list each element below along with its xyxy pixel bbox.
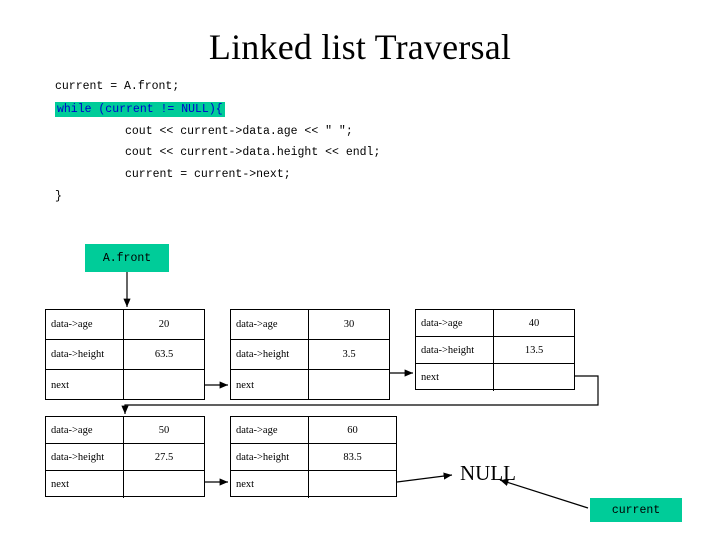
node-1-height-label: data->height — [46, 340, 124, 369]
node-5-next-row: next — [231, 471, 396, 498]
node-4: data->age 50 data->height 27.5 next — [45, 416, 205, 498]
code-line-1: current = A.front; — [55, 80, 180, 93]
arrow-node5-to-null — [396, 472, 453, 483]
node-2-next-label: next — [231, 370, 309, 400]
node-1: data->age 20 data->height 63.5 next — [45, 309, 205, 400]
node-1-age-row: data->age 20 — [46, 310, 204, 340]
node-3-age-label: data->age — [416, 310, 494, 336]
node-4-age-label: data->age — [46, 417, 124, 443]
node-3-height-value: 13.5 — [524, 344, 544, 356]
node-3-height-row: data->height 13.5 — [416, 337, 574, 364]
node-4-age-value: 50 — [158, 424, 170, 436]
null-label: NULL — [460, 461, 516, 485]
node-1-next-label: next — [46, 370, 124, 400]
node-3: data->age 40 data->height 13.5 next — [415, 309, 575, 391]
node-3-next-label: next — [416, 364, 494, 391]
page-title: Linked list Traversal — [208, 27, 512, 67]
node-3-next-row: next — [416, 364, 574, 391]
code-line-4: cout << current->data.height << endl; — [125, 146, 381, 159]
node-2-next-row: next — [231, 370, 389, 400]
node-4-next-label: next — [46, 471, 124, 498]
node-2: data->age 30 data->height 3.5 next — [230, 309, 390, 400]
node-5-height-label: data->height — [231, 444, 309, 470]
node-4-next-row: next — [46, 471, 204, 498]
node-2-next-value — [309, 370, 389, 400]
node-2-height-label: data->height — [231, 340, 309, 369]
code-line-3: cout << current->data.age << " "; — [125, 125, 353, 138]
node-5-height-row: data->height 83.5 — [231, 444, 396, 471]
current-pointer-box: current — [590, 498, 682, 522]
a-front-box: A.front — [85, 244, 169, 272]
node-4-height-row: data->height 27.5 — [46, 444, 204, 471]
node-2-height-row: data->height 3.5 — [231, 340, 389, 370]
node-3-height-label: data->height — [416, 337, 494, 363]
node-4-height-value: 27.5 — [154, 451, 174, 463]
node-3-age-value: 40 — [528, 317, 540, 329]
node-5-age-value: 60 — [347, 424, 358, 436]
node-1-next-row: next — [46, 370, 204, 400]
node-1-age-value: 20 — [158, 319, 170, 330]
node-2-age-label: data->age — [231, 310, 309, 339]
node-4-next-value — [124, 471, 204, 498]
node-1-age-label: data->age — [46, 310, 124, 339]
node-5: data->age 60 data->height 83.5 next — [230, 416, 397, 498]
node-2-height-value: 3.5 — [342, 349, 356, 360]
node-3-next-value — [494, 364, 574, 391]
node-1-height-value: 63.5 — [154, 349, 174, 360]
node-5-next-value — [309, 471, 396, 498]
node-4-height-label: data->height — [46, 444, 124, 470]
node-2-age-value: 30 — [343, 319, 355, 330]
code-line-5: current = current->next; — [125, 168, 291, 181]
node-5-next-label: next — [231, 471, 309, 498]
code-line-6: } — [55, 190, 62, 203]
node-5-height-value: 83.5 — [343, 451, 362, 463]
node-2-age-row: data->age 30 — [231, 310, 389, 340]
node-1-next-value — [124, 370, 204, 400]
node-3-age-row: data->age 40 — [416, 310, 574, 337]
node-4-age-row: data->age 50 — [46, 417, 204, 444]
node-5-age-label: data->age — [231, 417, 309, 443]
node-1-height-row: data->height 63.5 — [46, 340, 204, 370]
code-line-2-highlighted: while (current != NULL){ — [55, 102, 225, 117]
node-5-age-row: data->age 60 — [231, 417, 396, 444]
